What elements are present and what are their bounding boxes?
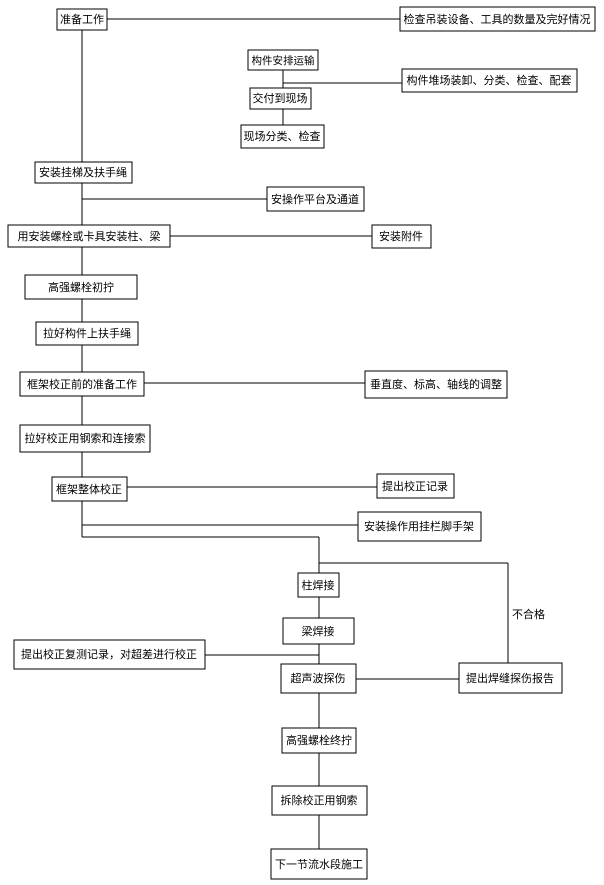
- node-text: 用安装螺栓或卡具安装柱、梁: [18, 229, 161, 243]
- node-text: 垂直度、标高、轴线的调整: [370, 377, 502, 391]
- node-install-scaffold: 安装操作用挂栏脚手架: [357, 511, 482, 542]
- node-text: 提出校正记录: [382, 479, 448, 493]
- node-text: 安装附件: [379, 229, 423, 243]
- node-text: 提出校正复测记录，对超差进行校正: [21, 647, 197, 661]
- node-install-ladder-rope: 安装挂梯及扶手绳: [34, 161, 133, 184]
- node-install-columns-beams: 用安装螺栓或卡具安装柱、梁: [7, 224, 171, 248]
- node-next-section: 下一节流水段施工: [270, 848, 368, 880]
- node-hs-bolt-initial: 高强螺栓初拧: [24, 274, 138, 300]
- node-pull-rope: 拉好构件上扶手绳: [35, 321, 139, 346]
- node-text: 检查吊装设备、工具的数量及完好情况: [404, 12, 591, 26]
- node-text: 拉好构件上扶手绳: [43, 326, 131, 340]
- node-text: 构件安排运输: [252, 54, 315, 67]
- node-component-transport: 构件安排运输: [247, 49, 319, 71]
- node-text: 下一节流水段施工: [275, 857, 363, 871]
- node-ultrasonic: 超声波探伤: [280, 663, 357, 694]
- node-text: 安装挂梯及扶手绳: [39, 165, 127, 179]
- node-recheck-record: 提出校正复测记录，对超差进行校正: [13, 639, 206, 670]
- node-text: 拆除校正用钢索: [281, 793, 358, 807]
- node-text: 框架校正前的准备工作: [27, 377, 137, 391]
- node-beam-welding: 梁焊接: [282, 617, 355, 645]
- node-prep-work: 准备工作: [56, 8, 108, 31]
- node-text: 高强螺栓初拧: [48, 280, 114, 294]
- node-weld-report: 提出焊缝探伤报告: [458, 662, 563, 694]
- node-install-accessories: 安装附件: [371, 224, 432, 249]
- node-text: 现场分类、检查: [244, 129, 321, 143]
- node-hs-bolt-final: 高强螺栓终拧: [281, 727, 357, 754]
- node-pull-cables: 拉好校正用钢索和连接索: [19, 424, 151, 453]
- node-correction-record: 提出校正记录: [376, 473, 455, 499]
- node-frame-correction-prep: 框架校正前的准备工作: [19, 371, 145, 397]
- node-text: 超声波探伤: [291, 671, 346, 685]
- node-remove-cables: 拆除校正用钢索: [271, 785, 368, 816]
- node-text: 高强螺栓终拧: [286, 733, 352, 747]
- node-text: 柱焊接: [302, 578, 335, 592]
- node-frame-correction: 框架整体校正: [51, 476, 128, 502]
- node-text: 拉好校正用钢索和连接索: [25, 431, 146, 445]
- node-text: 交付到现场: [253, 91, 308, 105]
- node-text: 准备工作: [60, 12, 104, 26]
- node-column-welding: 柱焊接: [297, 572, 340, 598]
- node-text: 提出焊缝探伤报告: [466, 671, 554, 685]
- node-text: 安操作平台及通道: [271, 192, 359, 206]
- node-text: 框架整体校正: [56, 482, 122, 496]
- node-text: 构件堆场装卸、分类、检查、配套: [407, 73, 572, 87]
- node-text: 梁焊接: [302, 624, 335, 638]
- node-stack-unload: 构件堆场装卸、分类、检查、配套: [401, 68, 578, 93]
- node-install-platform: 安操作平台及通道: [266, 186, 365, 212]
- node-check-equipment: 检查吊装设备、工具的数量及完好情况: [399, 6, 596, 32]
- node-text: 安装操作用挂栏脚手架: [364, 519, 474, 533]
- node-adjust-verticality: 垂直度、标高、轴线的调整: [364, 370, 508, 399]
- node-delivery-to-site: 交付到现场: [249, 87, 312, 110]
- node-site-sort-check: 现场分类、检查: [240, 124, 325, 149]
- unqualified-label: 不合格: [512, 607, 545, 621]
